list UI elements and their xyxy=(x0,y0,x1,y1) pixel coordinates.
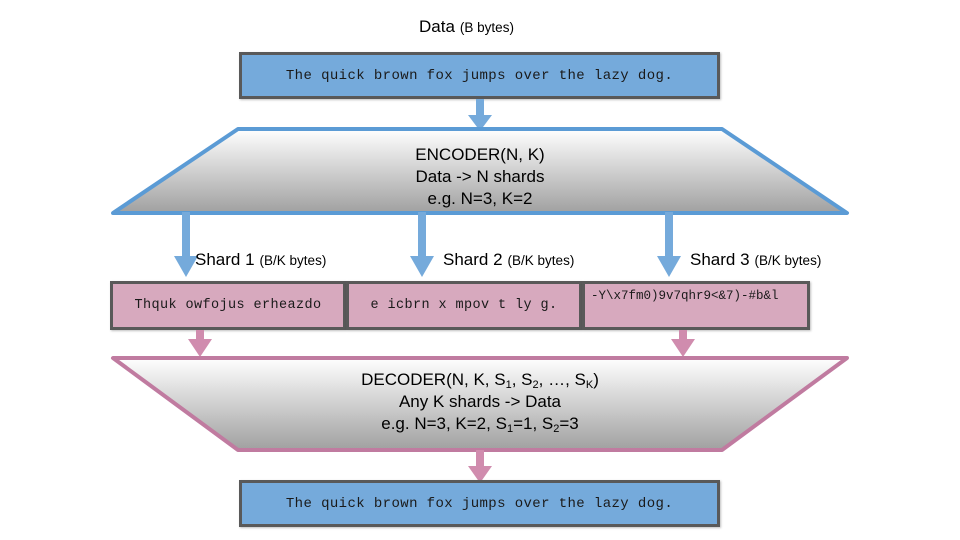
shard-box-3-text: -Y\x7fm0)9v7qhr9<&7)-#b&l xyxy=(591,289,779,303)
arrow-shard-3-to-decoder xyxy=(669,330,697,358)
top-data-label: Data (B bytes) xyxy=(419,17,514,37)
shard-box-2: e icbrn x mpov t ly g. xyxy=(346,281,582,330)
decoder-line-1-pre: DECODER(N, K, S xyxy=(361,370,506,389)
shard-1-label-note: (B/K bytes) xyxy=(259,253,327,268)
encoder-text-block: ENCODER(N, K) Data -> N shards e.g. N=3,… xyxy=(110,144,850,209)
arrow-encoder-to-shard-2 xyxy=(408,212,436,278)
decoder-line-1-mid-2: , …, S xyxy=(538,370,586,389)
shard-box-1: Thquk owfojus erheazdo xyxy=(110,281,346,330)
decoder-line-3-post: =3 xyxy=(559,413,579,433)
shard-3-label-main: Shard 3 xyxy=(690,250,750,269)
bottom-data-box-text: The quick brown fox jumps over the lazy … xyxy=(285,495,674,512)
arrow-encoder-to-shard-1 xyxy=(172,212,200,278)
decoder-line-3-pre: e.g. N=3, K=2, S xyxy=(381,413,507,433)
encoder-shape: ENCODER(N, K) Data -> N shards e.g. N=3,… xyxy=(110,126,850,216)
decoder-line-1-post: ) xyxy=(593,370,599,389)
decoder-line-3-mid: =1, S xyxy=(513,413,554,433)
top-data-box: The quick brown fox jumps over the lazy … xyxy=(239,52,720,99)
decoder-line-3: e.g. N=3, K=2, S1=1, S2=3 xyxy=(110,413,850,435)
top-data-label-main: Data xyxy=(419,17,455,36)
encoder-line-2: Data -> N shards xyxy=(415,166,545,186)
shard-2-label-main: Shard 2 xyxy=(443,250,503,269)
arrow-encoder-to-shard-3 xyxy=(655,212,683,278)
shard-1-label-main: Shard 1 xyxy=(195,250,255,269)
bottom-data-box: The quick brown fox jumps over the lazy … xyxy=(239,480,720,527)
shard-3-label: Shard 3 (B/K bytes) xyxy=(690,250,821,270)
decoder-line-1: DECODER(N, K, S1, S2, …, SK) xyxy=(110,369,850,391)
encoder-line-3: e.g. N=3, K=2 xyxy=(427,188,533,208)
arrow-data-to-encoder xyxy=(462,99,498,132)
decoder-text-block: DECODER(N, K, S1, S2, …, SK) Any K shard… xyxy=(110,369,850,435)
decoder-line-3-sub-1: 1 xyxy=(506,422,514,435)
shard-box-3: -Y\x7fm0)9v7qhr9<&7)-#b&l xyxy=(582,281,810,330)
encoder-line-1: ENCODER(N, K) xyxy=(415,145,545,164)
shard-3-label-note: (B/K bytes) xyxy=(754,253,822,268)
shard-row: Thquk owfojus erheazdo e icbrn x mpov t … xyxy=(110,281,810,330)
decoder-line-1-mid-1: , S xyxy=(511,370,533,389)
decoder-line-1-sub-1: 1 xyxy=(505,379,512,391)
top-data-box-text: The quick brown fox jumps over the lazy … xyxy=(285,67,674,84)
decoder-line-3-sub-2: 2 xyxy=(553,422,560,435)
shard-1-label: Shard 1 (B/K bytes) xyxy=(195,250,326,270)
shard-box-2-text: e icbrn x mpov t ly g. xyxy=(370,298,558,313)
shard-box-1-text: Thquk owfojus erheazdo xyxy=(134,298,322,313)
shard-2-label-note: (B/K bytes) xyxy=(507,253,575,268)
top-data-label-note: (B bytes) xyxy=(459,20,514,35)
arrow-shard-1-to-decoder xyxy=(186,330,214,358)
decoder-line-2: Any K shards -> Data xyxy=(398,391,562,411)
decoder-line-1-sub-3: K xyxy=(585,379,594,391)
decoder-line-1-sub-2: 2 xyxy=(532,379,539,391)
arrow-decoder-to-data xyxy=(462,450,498,484)
decoder-shape: DECODER(N, K, S1, S2, …, SK) Any K shard… xyxy=(110,355,850,453)
shard-2-label: Shard 2 (B/K bytes) xyxy=(443,250,574,270)
